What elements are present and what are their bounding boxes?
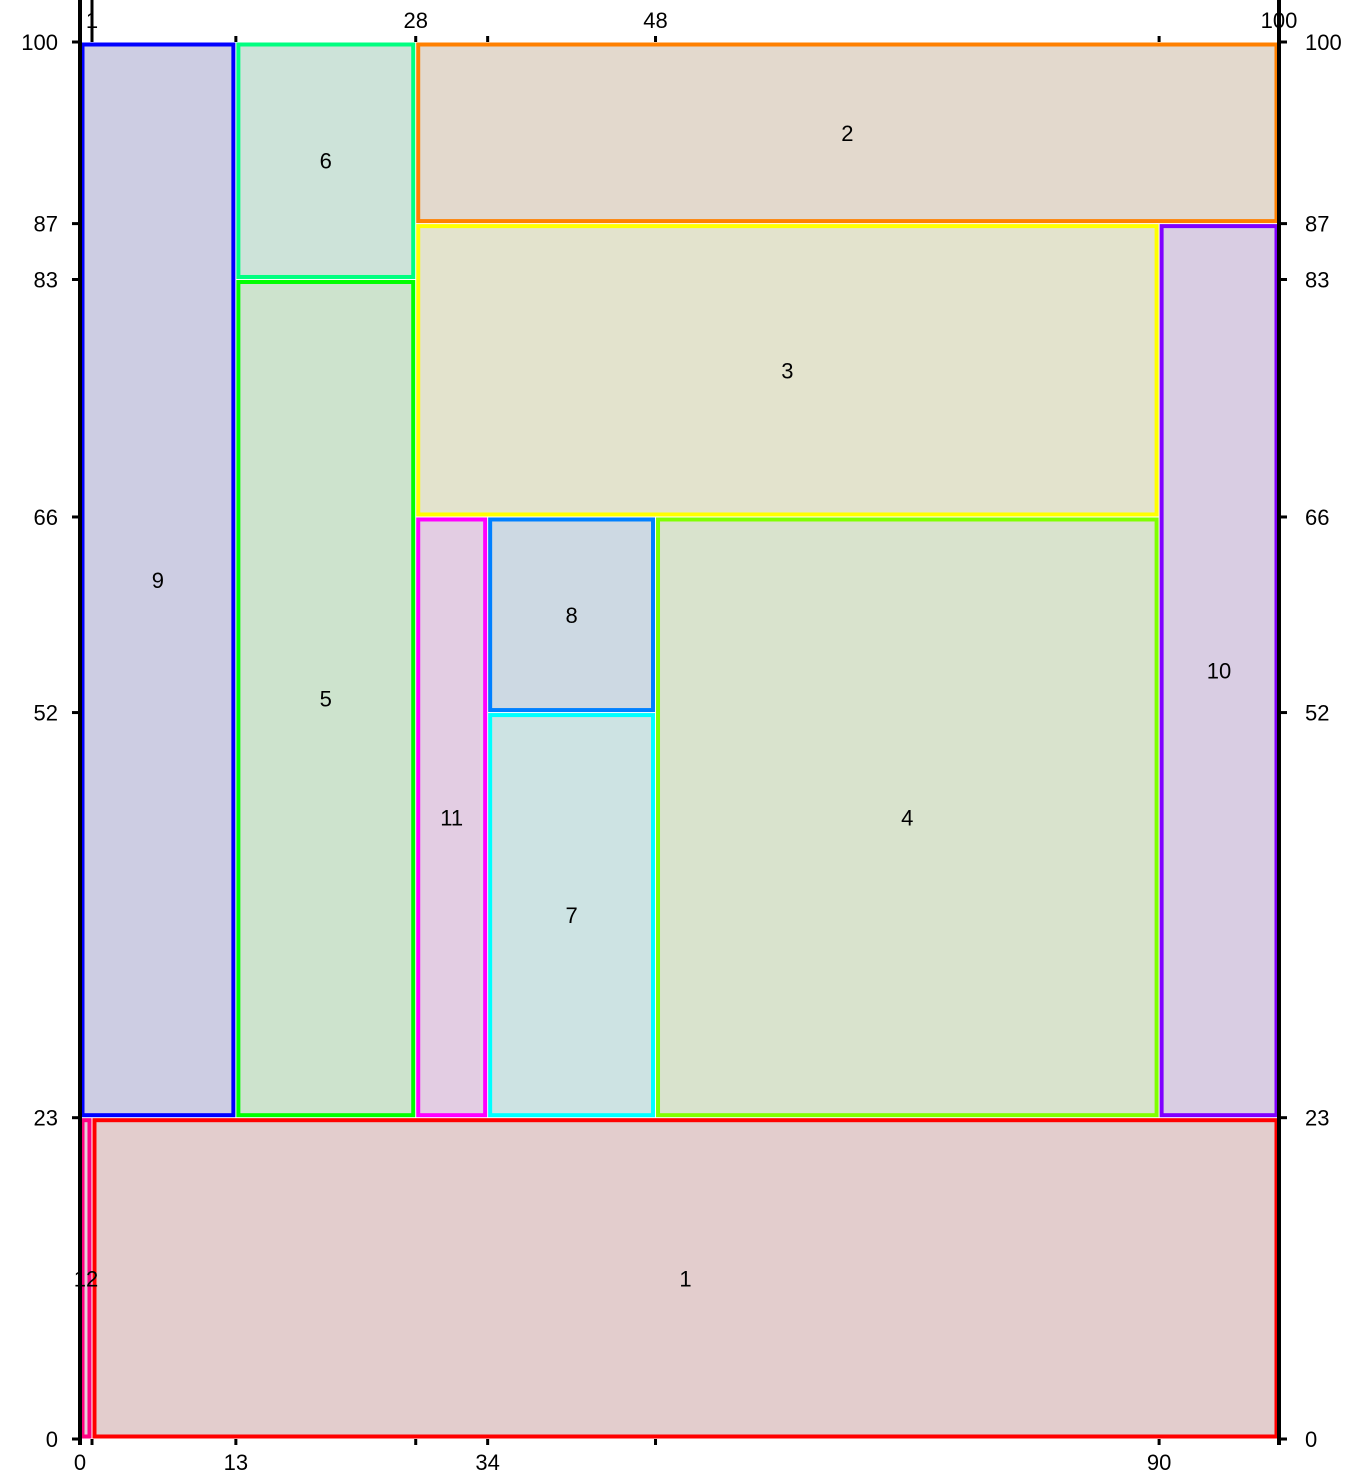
rect-2 — [416, 42, 1279, 224]
rect-3 — [416, 224, 1159, 517]
y-left-tick-label: 87 — [34, 212, 58, 237]
y-right-tick-label: 0 — [1305, 1427, 1317, 1452]
y-right-tick-label: 23 — [1305, 1106, 1329, 1131]
y-left-tick-label: 23 — [34, 1106, 58, 1131]
x-bottom-tick-label: 34 — [475, 1450, 499, 1475]
rect-label-4: 4 — [901, 805, 913, 830]
rect-label-10: 10 — [1207, 659, 1231, 684]
rect-label-8: 8 — [565, 603, 577, 628]
rect-9 — [80, 42, 236, 1118]
rect-label-12: 12 — [74, 1266, 98, 1291]
rect-11 — [416, 517, 488, 1118]
y-right-tick-label: 66 — [1305, 505, 1329, 530]
rect-10 — [1159, 224, 1279, 1118]
rect-4 — [656, 517, 1159, 1118]
x-top-tick-label: 48 — [643, 8, 667, 33]
rect-6 — [236, 42, 416, 279]
x-top-tick-label: 28 — [403, 8, 427, 33]
x-top-tick-label: 100 — [1261, 8, 1298, 33]
rectangles-layer — [80, 42, 1279, 1439]
rect-label-9: 9 — [152, 568, 164, 593]
rect-label-2: 2 — [841, 121, 853, 146]
rect-label-11: 11 — [440, 805, 463, 830]
rect-label-7: 7 — [565, 903, 577, 928]
rect-7 — [488, 713, 656, 1118]
rect-label-6: 6 — [320, 149, 332, 174]
rect-1 — [92, 1118, 1279, 1439]
y-right-tick-label: 83 — [1305, 267, 1329, 292]
y-left-tick-label: 0 — [46, 1427, 58, 1452]
y-right-tick-label: 100 — [1305, 30, 1342, 55]
rect-8 — [488, 517, 656, 713]
rect-12 — [80, 1118, 92, 1439]
y-right-tick-label: 87 — [1305, 212, 1329, 237]
rect-label-5: 5 — [320, 687, 332, 712]
rect-label-3: 3 — [781, 358, 793, 383]
rect-5 — [236, 279, 416, 1118]
x-bottom-tick-label: 0 — [74, 1450, 86, 1475]
x-top-tick-label: 1 — [86, 8, 98, 33]
y-right-tick-label: 52 — [1305, 701, 1329, 726]
x-bottom-tick-label: 13 — [224, 1450, 248, 1475]
rect-label-1: 1 — [679, 1266, 691, 1291]
y-left-tick-label: 52 — [34, 701, 58, 726]
y-left-tick-label: 83 — [34, 267, 58, 292]
y-left-tick-label: 100 — [21, 30, 58, 55]
y-left-tick-label: 66 — [34, 505, 58, 530]
x-bottom-tick-label: 90 — [1147, 1450, 1171, 1475]
